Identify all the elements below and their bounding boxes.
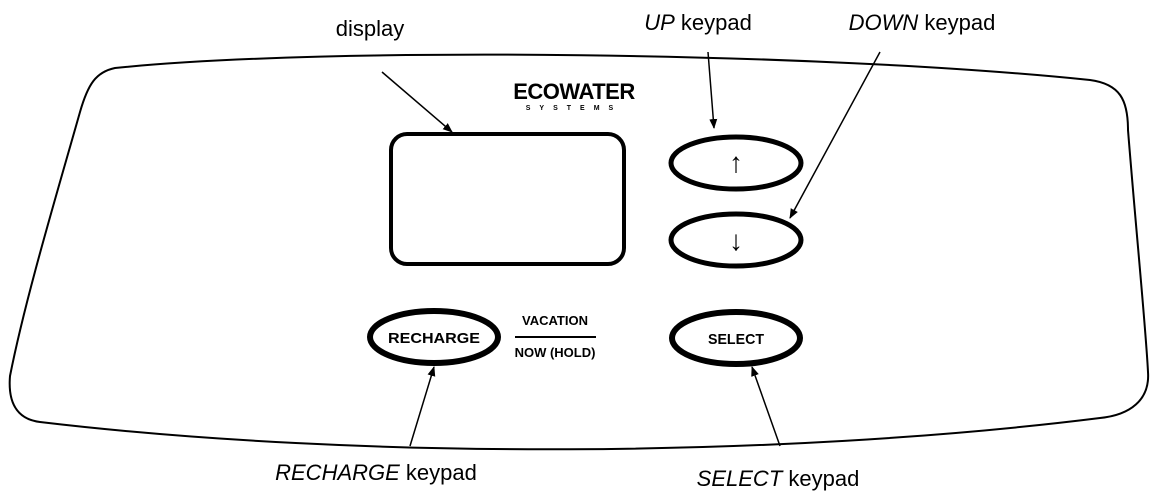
select-label: SELECT [708, 331, 764, 348]
brand-logo: ECOWATER SYSTEMS [513, 79, 636, 112]
select-leader-line [751, 366, 781, 447]
up-leader-line [707, 51, 718, 129]
panel-outline [8, 53, 1150, 451]
recharge-leader-line [409, 366, 436, 447]
vacation-label: VACATION [522, 313, 588, 328]
display-leader-line [381, 71, 453, 133]
select-button[interactable]: SELECT [669, 309, 803, 367]
up-callout: UP keypad [644, 10, 752, 35]
recharge-label: RECHARGE [388, 330, 480, 347]
recharge-button[interactable]: RECHARGE [367, 308, 501, 366]
up-arrow-icon: ↑ [729, 147, 743, 178]
brand-name: ECOWATER [513, 79, 635, 104]
recharge-callout: RECHARGE keypad [275, 460, 477, 485]
now-hold-label: NOW (HOLD) [515, 345, 596, 360]
recharge-function-label: VACATION NOW (HOLD) [515, 313, 596, 360]
display-screen [389, 132, 626, 266]
brand-tagline: SYSTEMS [526, 105, 622, 112]
down-arrow-icon: ↓ [729, 225, 743, 256]
down-button[interactable]: ↓ [668, 211, 804, 269]
select-callout: SELECT keypad [697, 466, 860, 491]
down-callout: DOWN keypad [849, 10, 996, 35]
display-callout: display [336, 16, 404, 41]
up-button[interactable]: ↑ [668, 134, 804, 192]
down-leader-line [789, 51, 881, 219]
